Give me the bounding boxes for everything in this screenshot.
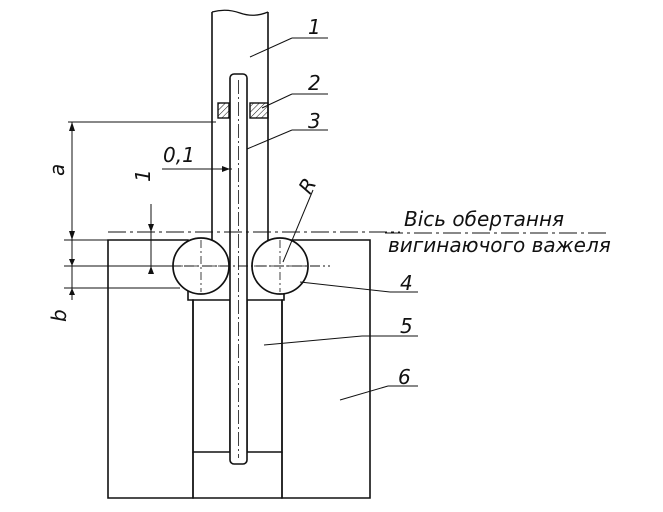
rod-part-3 [229,73,248,465]
label-dim-1: 1 [131,169,155,182]
label-part-5: 5 [400,314,413,338]
leader-lines [246,37,418,401]
label-part-6: 6 [398,365,411,389]
label-dim-a: a [45,164,69,176]
label-clearance: 0,1 [163,143,195,167]
specimen-part-1 [211,9,269,262]
axis-note-line-1: Вісь обертання [404,207,564,231]
label-part-4: 4 [400,271,413,295]
rollers-part-4 [172,189,314,295]
dimension-lines [64,121,232,300]
label-part-3: 3 [308,109,321,133]
axis-note-line-2: вигинаючого важеля [388,233,611,257]
bottom-opening [192,452,283,499]
label-part-2: 2 [308,71,321,95]
label-radius: R [293,174,321,198]
rotation-axis-centerline [108,231,608,267]
label-dim-b: b [47,309,71,322]
label-part-1: 1 [308,15,321,39]
